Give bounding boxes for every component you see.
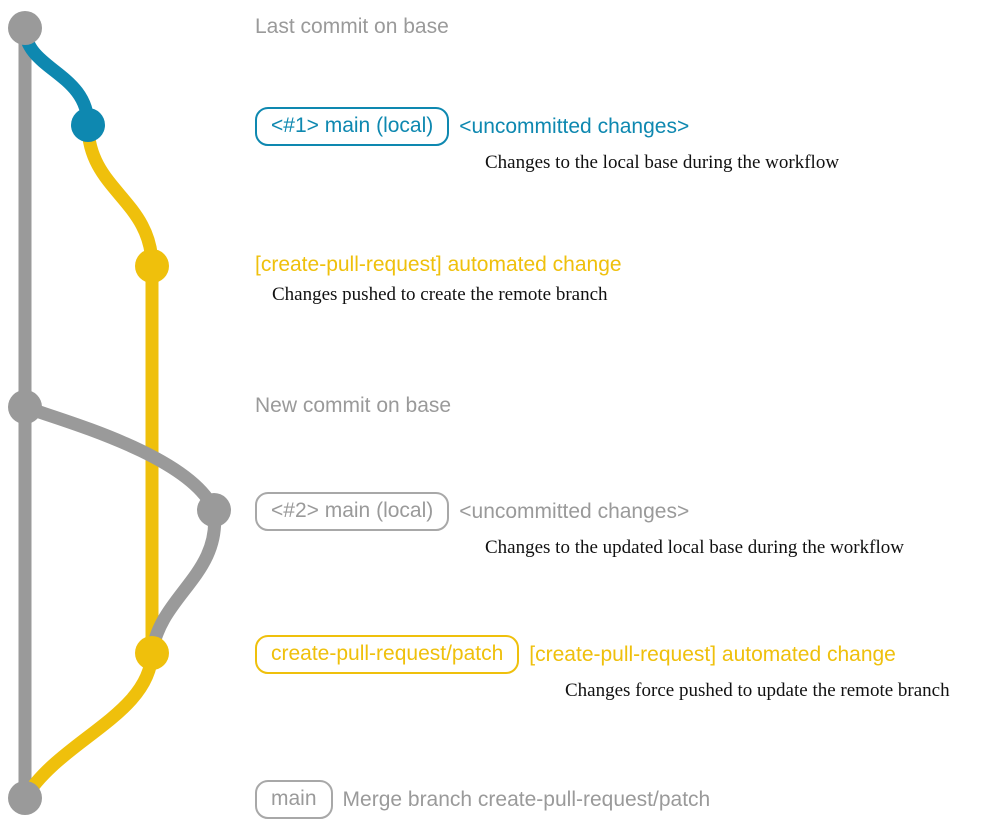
commit-subject: <uncommitted changes> <box>459 114 690 138</box>
commit-row-local-2: <#2> main (local) <uncommitted changes> … <box>255 492 904 559</box>
commit-note: Changes to the updated local base during… <box>485 537 904 558</box>
commit-row-head: create-pull-request/patch [create-pull-r… <box>255 635 950 674</box>
commit-node-base-last[interactable] <box>8 11 42 45</box>
edge-local-1-to-remote-1 <box>81 118 159 273</box>
commit-node-local-1[interactable] <box>71 108 105 142</box>
edge-base-to-local-2 <box>18 400 221 517</box>
commit-row-new-commit-on-base: New commit on base <box>255 393 451 419</box>
commit-note: Changes to the local base during the wor… <box>485 152 840 173</box>
commit-row-head: <#1> main (local) <uncommitted changes> <box>255 107 839 146</box>
commit-row-remote-update: create-pull-request/patch [create-pull-r… <box>255 635 950 702</box>
commit-node-remote-2[interactable] <box>135 636 169 670</box>
commit-node-remote-1[interactable] <box>135 249 169 283</box>
commit-row-local-1: <#1> main (local) <uncommitted changes> … <box>255 107 839 174</box>
branch-label-main[interactable]: main <box>255 780 333 819</box>
edge-local-2-to-remote-2 <box>145 503 222 660</box>
commit-subject: New commit on base <box>255 394 452 417</box>
commit-row-head: <#2> main (local) <uncommitted changes> <box>255 492 904 531</box>
commit-row-head: main Merge branch create-pull-request/pa… <box>255 780 710 819</box>
branch-label-create-pull-request-patch[interactable]: create-pull-request/patch <box>255 635 520 674</box>
commit-node-merge[interactable] <box>8 781 42 815</box>
commit-row-merge: main Merge branch create-pull-request/pa… <box>255 780 710 819</box>
branch-label-main-local-2[interactable]: <#2> main (local) <box>255 492 450 531</box>
edge-remote-2-to-merge <box>18 646 159 805</box>
branch-label-main-local-1[interactable]: <#1> main (local) <box>255 107 450 146</box>
commit-subject: Last commit on base <box>255 15 449 38</box>
commit-row-head: New commit on base <box>255 393 451 419</box>
commit-node-base-new[interactable] <box>8 390 42 424</box>
commit-subject: [create-pull-request] automated change <box>529 642 896 666</box>
commit-note: Changes pushed to create the remote bran… <box>272 284 608 305</box>
commit-note: Changes force pushed to update the remot… <box>565 680 950 701</box>
commit-node-local-2[interactable] <box>197 493 231 527</box>
commit-row-head: [create-pull-request] automated change <box>255 252 622 278</box>
commit-subject: [create-pull-request] automated change <box>255 253 622 276</box>
commit-row-last-commit-on-base: Last commit on base <box>255 14 449 40</box>
commit-subject: Merge branch create-pull-request/patch <box>342 787 711 811</box>
commit-row-head: Last commit on base <box>255 14 449 40</box>
commit-row-remote-create: [create-pull-request] automated change C… <box>255 252 622 306</box>
commit-subject: <uncommitted changes> <box>459 499 690 523</box>
